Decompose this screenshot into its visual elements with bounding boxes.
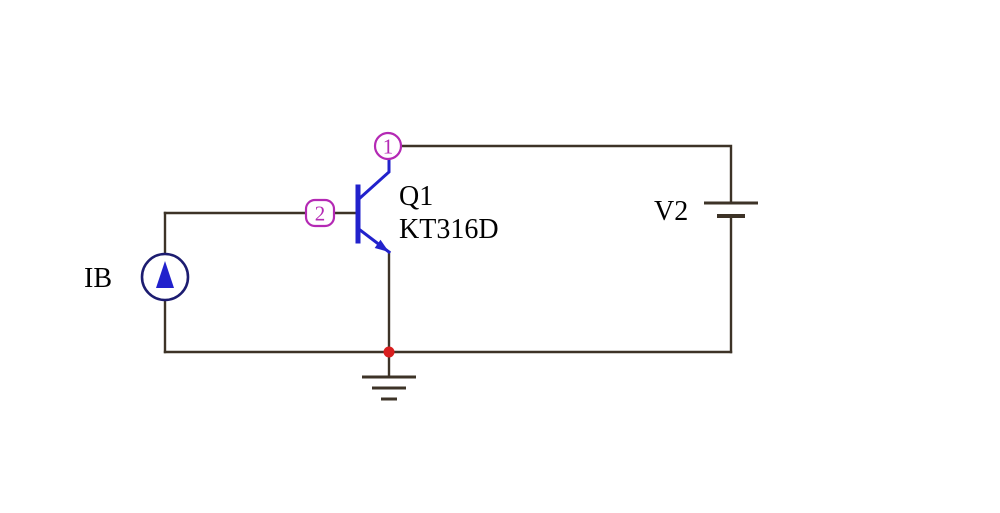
node-1-label: 1 — [383, 135, 394, 159]
node-marker-1[interactable]: 1 — [373, 131, 403, 161]
wire-collector-to-battery — [399, 144, 733, 204]
node-2-box — [304, 198, 336, 228]
transistor-model-label: KT316D — [399, 214, 499, 245]
transistor-emitter-arrow-icon — [374, 239, 389, 252]
transistor-ref-label: Q1 — [399, 181, 433, 212]
npn-transistor-symbol[interactable] — [355, 158, 392, 255]
node-marker-2[interactable]: 2 — [304, 198, 336, 228]
current-source-label: IB — [84, 263, 112, 294]
junction-dot — [383, 346, 395, 358]
battery-label: V2 — [654, 196, 688, 227]
battery-symbol[interactable] — [704, 201, 758, 218]
transistor-collector-lead — [357, 158, 391, 201]
current-source-symbol[interactable] — [140, 252, 190, 302]
wires — [163, 144, 733, 354]
current-source-arrow-icon — [156, 261, 174, 288]
node-1-circle — [373, 131, 403, 161]
ground-symbol[interactable] — [362, 350, 416, 401]
node-2-label: 2 — [315, 202, 326, 226]
